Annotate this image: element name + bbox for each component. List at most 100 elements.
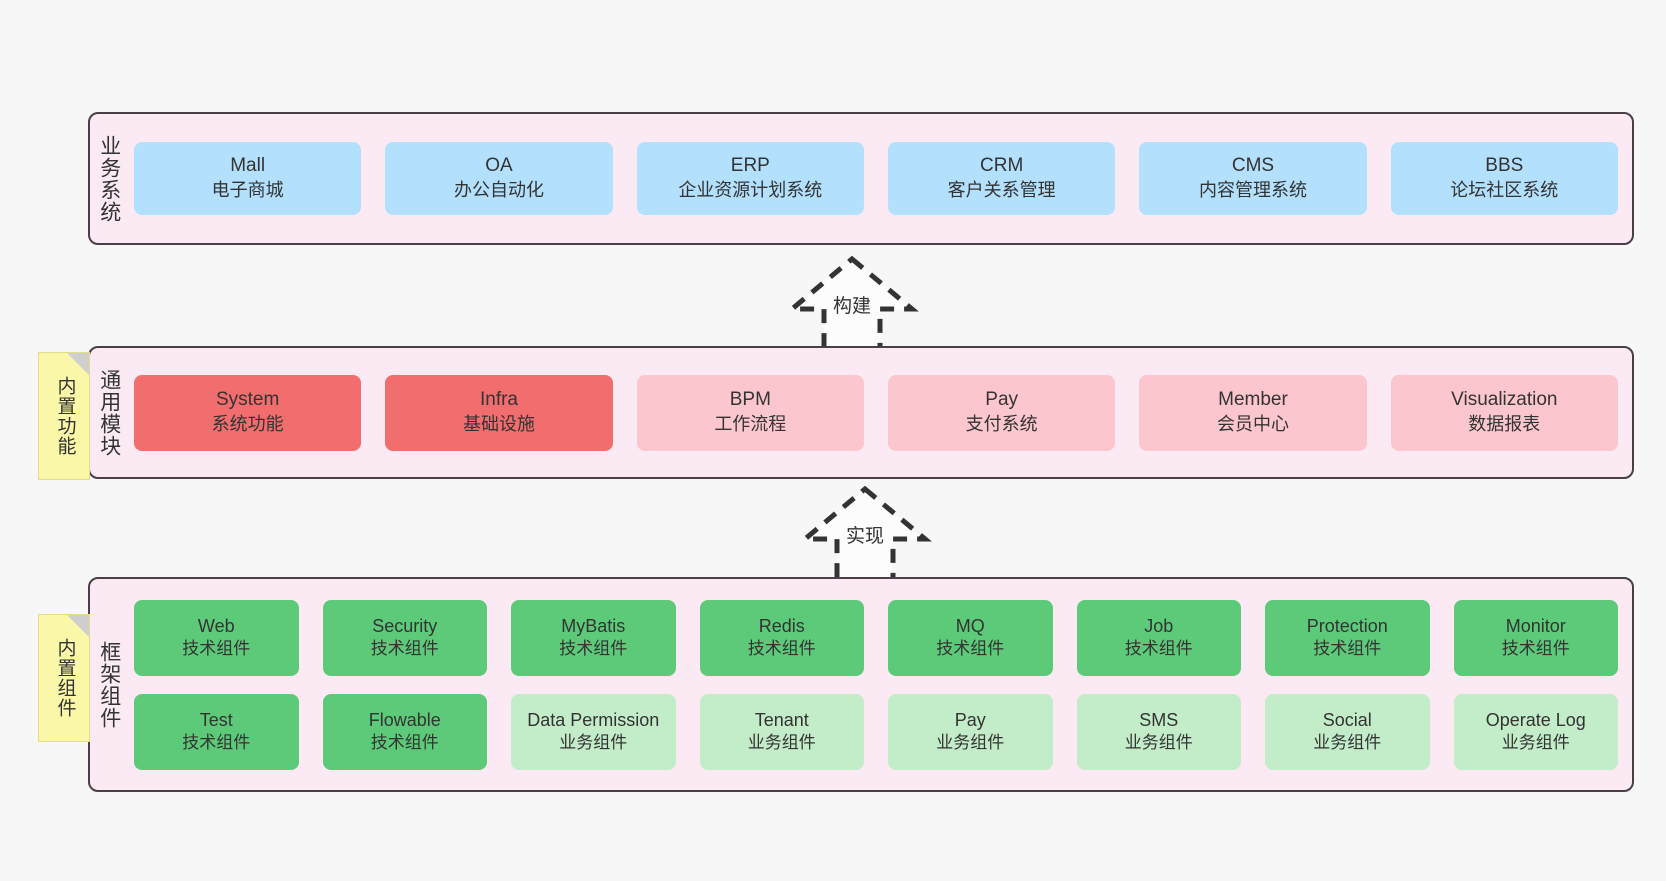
layer-framework-components: 框架组件 Web 技术组件 Security 技术组件 MyBatis 技术组件… — [88, 577, 1634, 792]
card-title-cn: 业务组件 — [1501, 733, 1570, 753]
layer-body-business-systems: Mall 电子商城 OA 办公自动化 ERP 企业资源计划系统 CRM 客户关系… — [128, 114, 1632, 243]
card-redis[interactable]: Redis 技术组件 — [699, 599, 864, 676]
card-mybatis[interactable]: MyBatis 技术组件 — [511, 599, 676, 676]
card-title-cn: 业务组件 — [936, 733, 1005, 753]
card-title-cn: 业务组件 — [747, 733, 816, 753]
card-title-en: Operate Log — [1485, 709, 1586, 730]
card-title-cn: 技术组件 — [747, 639, 816, 659]
card-pay-component[interactable]: Pay 业务组件 — [888, 693, 1053, 770]
card-title-en: Mall — [230, 155, 266, 177]
card-social[interactable]: Social 业务组件 — [1265, 693, 1430, 770]
card-flowable[interactable]: Flowable 技术组件 — [322, 693, 487, 770]
card-row-tech: Web 技术组件 Security 技术组件 MyBatis 技术组件 Redi… — [134, 599, 1618, 676]
card-title-cn: 技术组件 — [182, 639, 251, 659]
card-title-cn: 技术组件 — [182, 733, 251, 753]
arrow-implement: 实现 — [765, 483, 965, 587]
card-title-en: SMS — [1139, 709, 1179, 730]
card-sms[interactable]: SMS 业务组件 — [1076, 693, 1241, 770]
card-tenant[interactable]: Tenant 业务组件 — [699, 693, 864, 770]
card-mall[interactable]: Mall 电子商城 — [134, 142, 362, 215]
dashed-hollow-arrow-up-icon — [785, 255, 919, 356]
card-title-en: BPM — [729, 389, 771, 411]
layer-body-common-modules: System 系统功能 Infra 基础设施 BPM 工作流程 Pay 支付系统… — [128, 348, 1632, 477]
card-title-en: Data Permission — [527, 709, 660, 730]
card-title-en: Protection — [1306, 615, 1388, 636]
card-oa[interactable]: OA 办公自动化 — [385, 142, 613, 215]
card-title-cn: 会员中心 — [1216, 414, 1289, 435]
card-title-cn: 客户关系管理 — [947, 180, 1056, 201]
dashed-hollow-arrow-up-icon — [798, 485, 932, 586]
card-title-cn: 技术组件 — [936, 639, 1005, 659]
card-bbs[interactable]: BBS 论坛社区系统 — [1390, 142, 1618, 215]
note-label: 内置功能 — [54, 376, 76, 456]
card-title-en: System — [215, 389, 280, 411]
card-test[interactable]: Test 技术组件 — [134, 693, 299, 770]
card-title-cn: 技术组件 — [1124, 639, 1193, 659]
card-title-cn: 办公自动化 — [453, 180, 544, 201]
layer-label-common-modules: 通用模块 — [97, 368, 121, 457]
note-builtin-components: 内置组件 — [38, 614, 90, 742]
card-title-en: CMS — [1231, 155, 1275, 177]
card-title-cn: 系统功能 — [211, 414, 284, 435]
card-title-cn: 支付系统 — [965, 414, 1038, 435]
card-crm[interactable]: CRM 客户关系管理 — [887, 142, 1116, 215]
card-row-business: Test 技术组件 Flowable 技术组件 Data Permission … — [134, 693, 1618, 770]
card-title-cn: 论坛社区系统 — [1450, 180, 1559, 201]
card-title-en: OA — [485, 155, 513, 177]
card-title-en: BBS — [1485, 155, 1524, 177]
arrow-build: 构建 — [752, 253, 952, 357]
card-title-cn: 工作流程 — [714, 414, 787, 435]
card-title-cn: 技术组件 — [559, 639, 628, 659]
card-title-cn: 技术组件 — [370, 639, 439, 659]
card-title-cn: 技术组件 — [1313, 639, 1382, 659]
card-system[interactable]: System 系统功能 — [134, 374, 362, 451]
card-mq[interactable]: MQ 技术组件 — [888, 599, 1053, 676]
card-infra[interactable]: Infra 基础设施 — [385, 374, 613, 451]
card-title-cn: 数据报表 — [1468, 414, 1541, 435]
folded-corner-icon — [67, 353, 89, 375]
card-title-cn: 电子商城 — [211, 180, 284, 201]
card-protection[interactable]: Protection 技术组件 — [1265, 599, 1430, 676]
card-title-en: Tenant — [754, 709, 809, 730]
card-title-en: Job — [1144, 615, 1174, 636]
card-operate-log[interactable]: Operate Log 业务组件 — [1453, 693, 1618, 770]
card-title-en: Member — [1218, 389, 1288, 411]
card-row: Mall 电子商城 OA 办公自动化 ERP 企业资源计划系统 CRM 客户关系… — [134, 142, 1618, 215]
card-data-permission[interactable]: Data Permission 业务组件 — [511, 693, 676, 770]
layer-common-modules: 通用模块 System 系统功能 Infra 基础设施 BPM 工作流程 Pay… — [88, 346, 1634, 479]
card-title-en: Monitor — [1505, 615, 1566, 636]
card-bpm[interactable]: BPM 工作流程 — [636, 374, 864, 451]
card-title-en: Infra — [479, 389, 518, 411]
card-cms[interactable]: CMS 内容管理系统 — [1139, 142, 1367, 215]
card-title-en: CRM — [980, 155, 1024, 177]
card-web[interactable]: Web 技术组件 — [134, 599, 299, 676]
card-title-cn: 业务组件 — [559, 733, 628, 753]
card-title-cn: 技术组件 — [1501, 639, 1570, 659]
card-security[interactable]: Security 技术组件 — [322, 599, 487, 676]
card-pay-module[interactable]: Pay 支付系统 — [887, 374, 1116, 451]
card-member[interactable]: Member 会员中心 — [1139, 374, 1367, 451]
card-title-en: Pay — [985, 389, 1019, 411]
card-title-en: Redis — [758, 615, 805, 636]
card-title-en: Security — [372, 615, 438, 636]
card-title-en: Pay — [954, 709, 986, 730]
card-job[interactable]: Job 技术组件 — [1076, 599, 1241, 676]
card-title-en: Flowable — [368, 709, 441, 730]
layer-label-framework-components: 框架组件 — [97, 640, 121, 729]
card-title-cn: 基础设施 — [462, 414, 535, 435]
card-title-en: Social — [1322, 709, 1372, 730]
card-title-en: MQ — [955, 615, 985, 636]
folded-corner-icon — [67, 615, 89, 637]
card-title-cn: 企业资源计划系统 — [678, 180, 823, 201]
card-visualization[interactable]: Visualization 数据报表 — [1390, 374, 1618, 451]
note-builtin-functions: 内置功能 — [38, 352, 90, 480]
card-title-cn: 技术组件 — [370, 733, 439, 753]
note-label: 内置组件 — [54, 638, 76, 718]
card-title-en: MyBatis — [561, 615, 626, 636]
card-monitor[interactable]: Monitor 技术组件 — [1453, 599, 1618, 676]
card-erp[interactable]: ERP 企业资源计划系统 — [636, 142, 864, 215]
layer-body-framework-components: Web 技术组件 Security 技术组件 MyBatis 技术组件 Redi… — [128, 579, 1632, 790]
card-title-cn: 业务组件 — [1313, 733, 1382, 753]
card-title-en: Test — [199, 709, 233, 730]
